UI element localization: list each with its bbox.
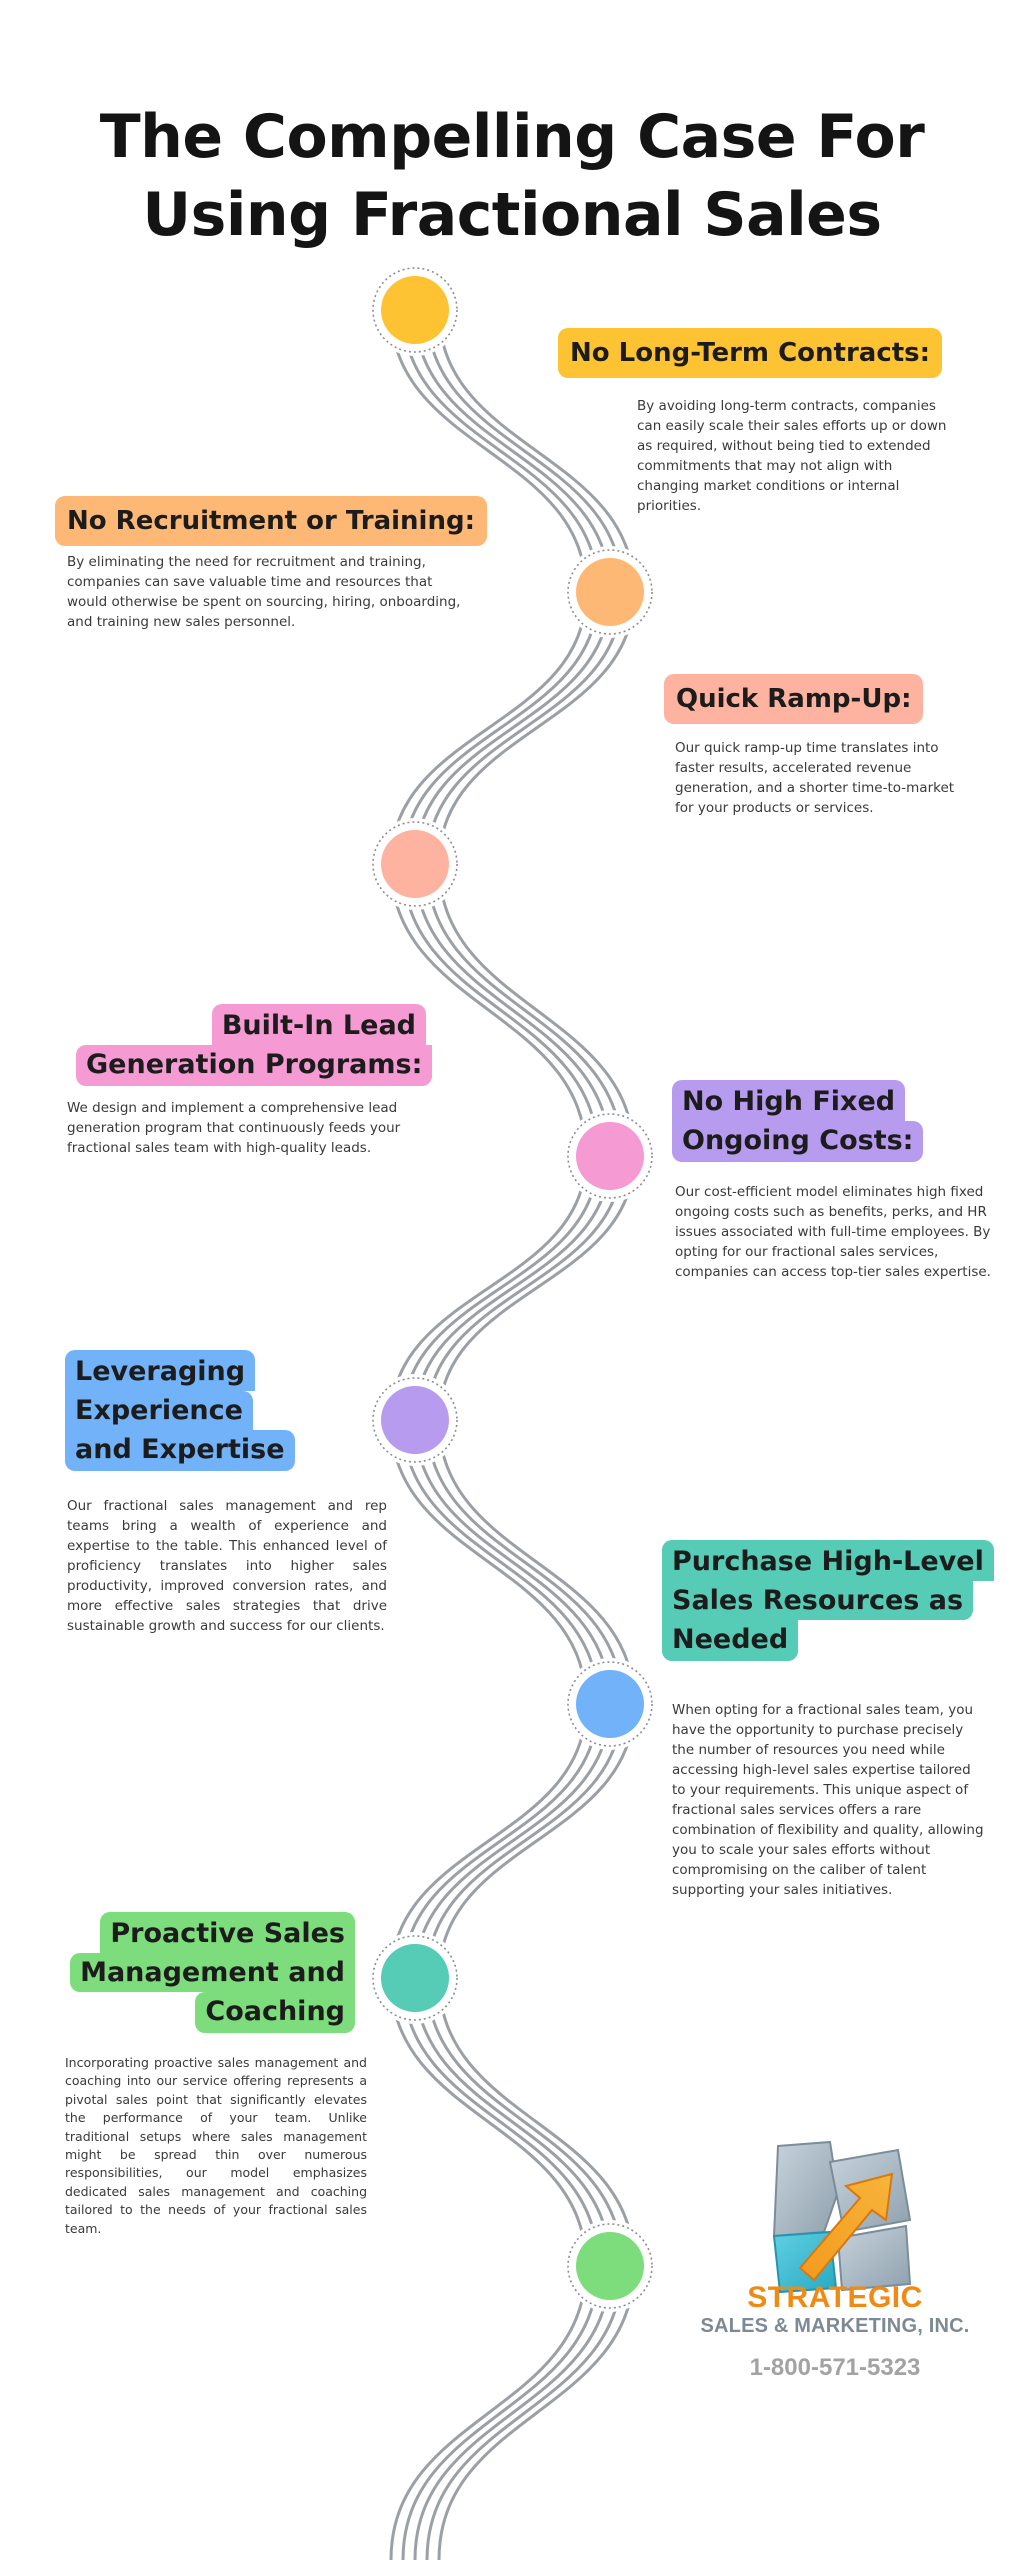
heading-line: Proactive Sales (100, 1912, 355, 1953)
timeline-node-2 (576, 558, 644, 626)
heading-leveraging-experience: Leveraging Experience and Expertise (65, 1350, 325, 1471)
timeline-node-5 (381, 1386, 449, 1454)
heading-line: and Expertise (65, 1430, 295, 1471)
timeline-node-1 (381, 276, 449, 344)
timeline-node-ring (372, 821, 458, 907)
heading-quick-ramp-up: Quick Ramp-Up: (664, 674, 924, 724)
page-title: The Compelling Case For Using Fractional… (0, 98, 1024, 254)
timeline-node-ring (567, 1113, 653, 1199)
heading-no-long-term-contracts: No Long-Term Contracts: (558, 328, 943, 378)
heading-line: Generation Programs: (76, 1045, 433, 1086)
timeline-node-6 (576, 1670, 644, 1738)
heading-line: Management and (70, 1953, 355, 1992)
timeline-node-ring (567, 2223, 653, 2309)
timeline-node-ring (567, 1661, 653, 1747)
text-proactive-sales-management: Incorporating proactive sales management… (65, 2055, 367, 2236)
timeline-node-8 (576, 2232, 644, 2300)
heading-no-high-fixed-costs: No High Fixed Ongoing Costs: (672, 1080, 972, 1162)
text-no-recruitment-or-training: By eliminating the need for recruitment … (67, 554, 461, 630)
heading-line: Purchase High-Level (662, 1540, 994, 1581)
brand-name: STRATEGIC (747, 2281, 923, 2314)
text-leveraging-experience: Our fractional sales management and rep … (67, 1498, 387, 1634)
text-purchase-high-level: When opting for a fractional sales team,… (672, 1702, 984, 1898)
text-no-long-term-contracts: By avoiding long-term contracts, compani… (637, 398, 947, 514)
timeline-node-4 (576, 1122, 644, 1190)
brand-logo-text: STRATEGIC SALES & MARKETING, INC. (690, 2282, 980, 2338)
heading-line: Experience (65, 1391, 253, 1430)
title-line-1: The Compelling Case For (99, 102, 925, 172)
heading-line: Built-In Lead (211, 1004, 426, 1045)
text-built-in-lead-generation: We design and implement a comprehensive … (67, 1100, 401, 1156)
heading-line: Sales Resources as (662, 1581, 974, 1620)
timeline-node-7 (381, 1944, 449, 2012)
strategic-logo-icon (772, 2140, 912, 2294)
heading-line: Needed (662, 1620, 799, 1661)
heading-proactive-sales-management: Proactive Sales Management and Coaching (70, 1912, 355, 2033)
brand-subtitle: SALES & MARKETING, INC. (700, 2315, 970, 2337)
timeline-node-ring (372, 1935, 458, 2021)
phone-number: 1-800-571-5323 (749, 2354, 921, 2381)
text-quick-ramp-up: Our quick ramp-up time translates into f… (675, 740, 955, 816)
heading-line: Coaching (195, 1992, 355, 2033)
heading-built-in-lead-generation: Built-In Lead Generation Programs: (76, 1004, 433, 1086)
timeline-node-ring (372, 267, 458, 353)
timeline-node-ring (567, 549, 653, 635)
heading-line: Leveraging (65, 1350, 256, 1391)
heading-no-recruitment-or-training: No Recruitment or Training: (55, 496, 487, 546)
title-line-2: Using Fractional Sales (142, 180, 882, 250)
heading-line: No High Fixed (672, 1080, 906, 1121)
timeline-node-ring (372, 1377, 458, 1463)
text-no-high-fixed-costs: Our cost-efficient model eliminates high… (675, 1184, 991, 1280)
heading-line: Ongoing Costs: (672, 1121, 924, 1162)
timeline-node-3 (381, 830, 449, 898)
heading-purchase-high-level: Purchase High-Level Sales Resources as N… (662, 1540, 994, 1661)
